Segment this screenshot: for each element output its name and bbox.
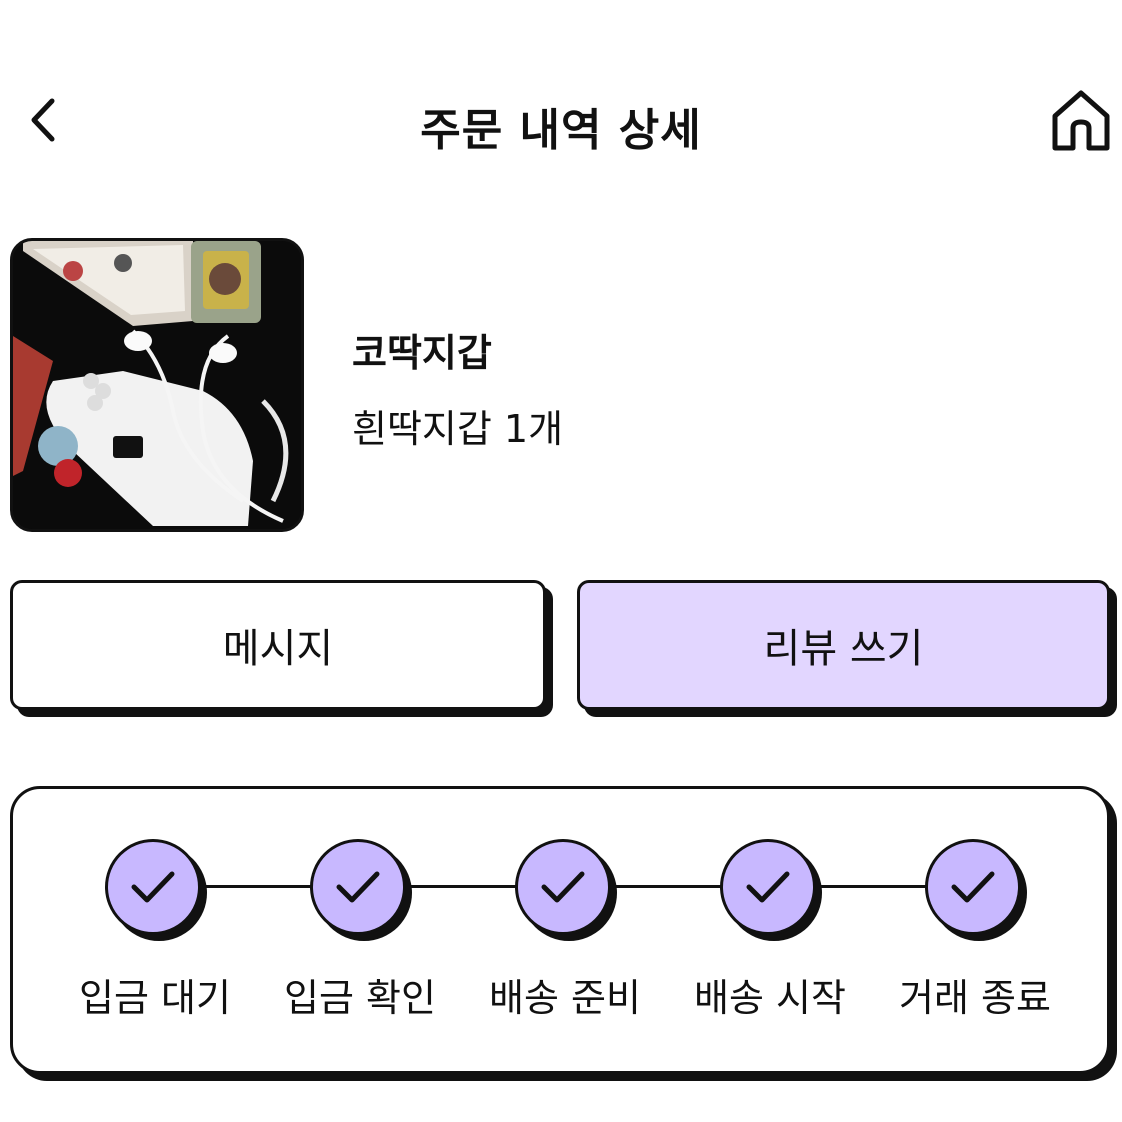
product-thumbnail[interactable] [10,238,304,532]
check-icon [131,871,175,903]
step-check-circle [105,839,201,935]
status-step-trade-complete: 거래 종료 [880,839,1080,1059]
step-check-circle [515,839,611,935]
step-label: 거래 종료 [899,976,1051,1020]
step-connector [203,885,328,888]
step-connector [408,885,533,888]
back-button[interactable] [18,90,68,150]
step-connector [818,885,943,888]
check-icon [541,871,585,903]
step-check-circle [925,839,1021,935]
order-status-tracker: 입금 대기 입금 확인 배송 준비 배송 시작 거래 종료 [10,786,1110,1074]
product-photo [13,241,301,529]
step-label: 배송 준비 [489,976,641,1020]
home-icon [1052,90,1110,151]
product-option: 흰딱지갑 1개 [352,407,564,451]
page-title: 주문 내역 상세 [420,105,702,156]
check-icon [951,871,995,903]
check-icon [746,871,790,903]
header: 주문 내역 상세 [0,60,1122,190]
step-label: 배송 시작 [694,976,846,1020]
step-check-circle [720,839,816,935]
status-step-shipping-started: 배송 시작 [675,839,875,1059]
step-label: 입금 확인 [284,976,436,1020]
message-button[interactable]: 메시지 [10,580,546,710]
product-name: 코딱지갑 [352,331,492,375]
step-check-circle [310,839,406,935]
status-step-deposit-waiting: 입금 대기 [60,839,260,1059]
status-step-shipping-prep: 배송 준비 [470,839,670,1059]
step-connector [613,885,738,888]
status-step-deposit-confirmed: 입금 확인 [265,839,465,1059]
check-icon [336,871,380,903]
home-button[interactable] [1044,84,1118,158]
step-label: 입금 대기 [79,976,231,1020]
chevron-left-icon [31,98,55,142]
write-review-button[interactable]: 리뷰 쓰기 [577,580,1110,710]
product-summary: 코딱지갑 흰딱지갑 1개 [10,238,1110,532]
